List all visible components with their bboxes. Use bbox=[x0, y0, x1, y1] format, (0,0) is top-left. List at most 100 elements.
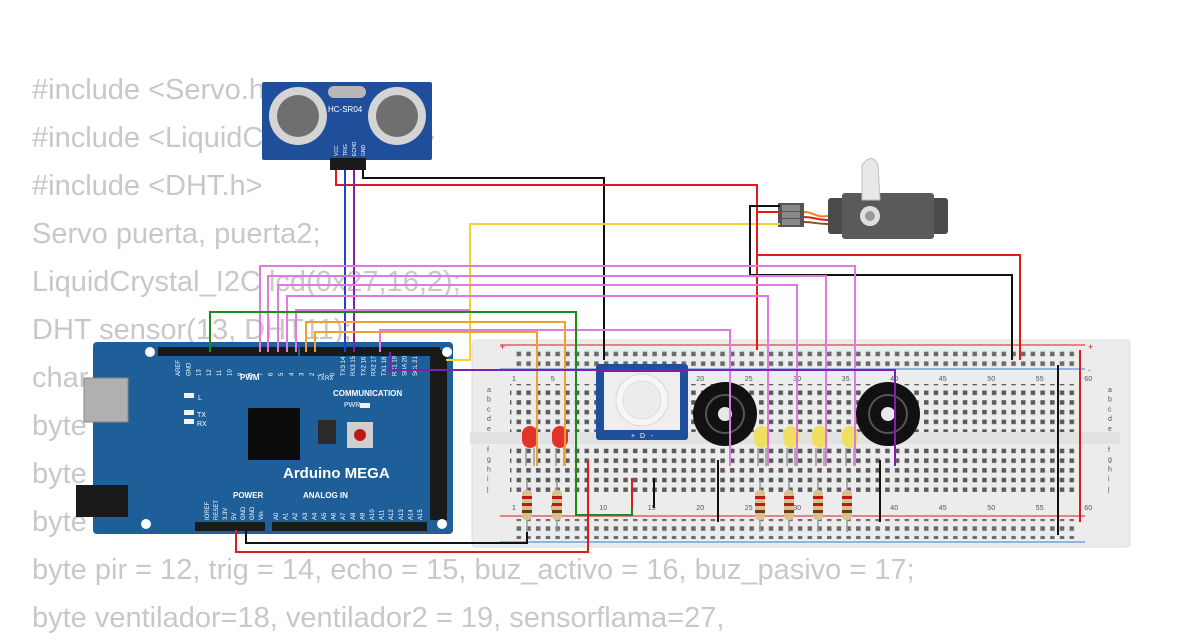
wire-orange-2 bbox=[314, 331, 538, 466]
column-number: 50 bbox=[987, 376, 995, 383]
analog-pin-label: A3 bbox=[303, 512, 309, 520]
column-number: 50 bbox=[987, 505, 995, 512]
code-line: #include <Servo.h> bbox=[32, 74, 282, 106]
analog-pin-label: A13 bbox=[399, 509, 405, 520]
column-number: 30 bbox=[793, 505, 801, 512]
row-letter: d bbox=[1108, 416, 1112, 423]
header-pin-label: RX3 15 bbox=[351, 355, 357, 376]
analog-pin-label: A9 bbox=[360, 512, 366, 520]
code-line: DHT sensor(13, DHT11); bbox=[32, 314, 352, 346]
buzzer-passive bbox=[856, 382, 920, 446]
rail-plus-top-right: + bbox=[1088, 342, 1093, 352]
row-letter: e bbox=[487, 426, 491, 433]
row-letter: j bbox=[486, 486, 489, 493]
code-line: Servo puerta, puerta2; bbox=[32, 218, 321, 250]
ultrasonic-pin-label: TRIG bbox=[343, 144, 349, 156]
pir-sensor: + D - bbox=[596, 364, 688, 440]
header-pin-label: TX2 16 bbox=[361, 356, 367, 376]
code-line: #include <DHT.h> bbox=[32, 170, 263, 202]
row-letter: h bbox=[487, 466, 491, 473]
header-pin-label: TX3 14 bbox=[341, 356, 347, 376]
column-number: 60 bbox=[1084, 505, 1092, 512]
column-number: 20 bbox=[696, 505, 704, 512]
wire-ultrasonic-vcc bbox=[335, 170, 758, 350]
arduino-mega-board: Arduino MEGA PWM COMMUNICATION PWR L TX … bbox=[76, 342, 453, 534]
analog-pin-label: A6 bbox=[332, 512, 338, 520]
wires bbox=[209, 170, 1081, 553]
analog-pin-label: A7 bbox=[341, 512, 347, 520]
analog-pin-label: A11 bbox=[380, 509, 386, 520]
header-pin-label: TX1 18 bbox=[382, 356, 388, 376]
header-pin-label: 7 bbox=[258, 372, 264, 376]
wire-pink-6 bbox=[379, 329, 731, 466]
header-side bbox=[430, 350, 447, 520]
analog-pin-label: A10 bbox=[370, 509, 376, 520]
row-letter: j bbox=[1107, 486, 1110, 493]
column-number: 1 bbox=[512, 505, 516, 512]
row-letter: b bbox=[1108, 397, 1112, 404]
header-pin-label: SCL 21 bbox=[413, 356, 419, 376]
column-number: 25 bbox=[745, 376, 753, 383]
column-number: 45 bbox=[939, 505, 947, 512]
row-letter: i bbox=[1108, 476, 1110, 483]
column-number: 5 bbox=[551, 376, 555, 383]
analog-pin-label: A0 bbox=[274, 512, 280, 520]
header-pin-label: 10 bbox=[228, 369, 234, 376]
row-letter: c bbox=[1108, 406, 1112, 413]
wire-5v bbox=[235, 460, 589, 553]
code-line: byte bbox=[32, 410, 87, 442]
tx-label: TX bbox=[317, 376, 325, 382]
row-letter: c bbox=[487, 406, 491, 413]
power-jack bbox=[76, 485, 128, 517]
header-pin-label: 9 bbox=[238, 372, 244, 376]
analog-pin-label: A8 bbox=[351, 512, 357, 520]
ultrasonic-model: HC-SR04 bbox=[328, 105, 363, 114]
resistor-3 bbox=[755, 480, 765, 532]
column-number: 55 bbox=[1036, 505, 1044, 512]
rail-minus-top-right: - bbox=[1088, 365, 1091, 375]
pwm-label: PWM bbox=[240, 373, 260, 382]
row-letter: f bbox=[487, 447, 489, 454]
wire-pink-5 bbox=[295, 309, 470, 352]
header-pin-label: RX1 19 bbox=[392, 355, 398, 376]
l-led-label: L bbox=[198, 395, 202, 402]
wire-pink-1 bbox=[259, 265, 856, 466]
analog-in-label: ANALOG IN bbox=[303, 491, 348, 500]
rail-plus-top: + bbox=[500, 342, 505, 352]
resistor-1 bbox=[522, 480, 532, 532]
header-pin-label: RX2 17 bbox=[372, 355, 378, 376]
header-top-right bbox=[300, 347, 440, 356]
led-yellow-3 bbox=[812, 426, 828, 466]
servo-motor bbox=[778, 158, 948, 239]
header-pin-label: 1 bbox=[320, 372, 326, 376]
led-yellow-2 bbox=[783, 426, 799, 466]
buzzer-active bbox=[693, 382, 757, 446]
row-letter: g bbox=[487, 457, 491, 464]
power-pin-label: GND bbox=[241, 506, 247, 520]
power-pin-label: GND bbox=[250, 506, 256, 520]
header-pin-label: SDA 20 bbox=[403, 355, 409, 376]
row-letter: d bbox=[487, 416, 491, 423]
power-pin-label: Vin bbox=[259, 511, 265, 520]
resistor-2 bbox=[552, 480, 562, 532]
wire-ultrasonic-gnd bbox=[362, 170, 605, 360]
resistor-4 bbox=[784, 480, 794, 532]
column-number: 25 bbox=[745, 505, 753, 512]
power-pin-label: RESET bbox=[214, 500, 220, 520]
wire-green bbox=[209, 311, 633, 516]
code-line: byte ventilador=18, ventilador2 = 19, se… bbox=[32, 602, 725, 634]
header-top-left bbox=[158, 347, 298, 356]
header-power bbox=[195, 522, 265, 531]
analog-pin-label: A4 bbox=[312, 512, 318, 520]
wire-orange-1 bbox=[305, 321, 566, 466]
header-pin-label: GND bbox=[186, 362, 192, 376]
wire-gnd bbox=[245, 530, 528, 544]
resistor-6 bbox=[842, 480, 852, 532]
column-number: 40 bbox=[890, 505, 898, 512]
rx-label: RX bbox=[325, 376, 333, 382]
column-number: 35 bbox=[842, 376, 850, 383]
wire-pink-4 bbox=[286, 295, 769, 466]
column-number: 60 bbox=[1084, 376, 1092, 383]
